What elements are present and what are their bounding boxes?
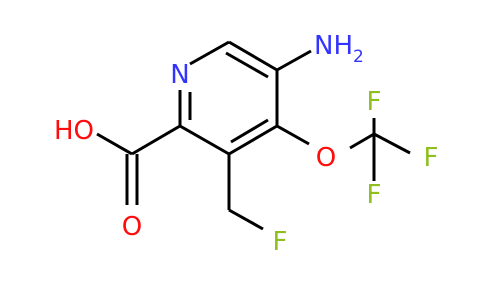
bond-c2-cooh [131,124,181,156]
hydroxyl-label: HO [54,116,94,146]
carbonyl-oxygen-label: O [122,212,142,242]
bond-ch2-f [228,208,264,231]
bond-c3-c2 [179,124,230,156]
amino-label: NH2 [314,31,364,67]
bonds [96,40,411,231]
bond-n1-c6 [189,40,230,66]
bond-c6-c5-inner [225,51,269,79]
ether-oxygen-label: O [316,143,336,173]
bond-c4-o [276,124,310,146]
bond-o-cf3 [349,132,375,150]
bond-c4-c3-inner [230,118,269,144]
bond-c5-nh2 [276,49,312,72]
fluorine-right-label: F [424,143,439,173]
fluorine-bottom-label: F [367,180,382,210]
fluorine-top-label: F [367,87,382,117]
bond-c6-c5 [228,40,278,72]
bond-cf3-f2 [373,132,411,155]
methyl-fluorine-label: F [273,227,288,257]
ring-nitrogen-label: N [170,60,189,90]
bond-c-oh [96,132,133,156]
atom-labels: N NH2 O F F F HO O F [54,31,439,257]
amino-nh-label: NH [314,31,353,61]
amino-subscript: 2 [353,47,364,67]
bond-c4-c3 [228,124,278,156]
